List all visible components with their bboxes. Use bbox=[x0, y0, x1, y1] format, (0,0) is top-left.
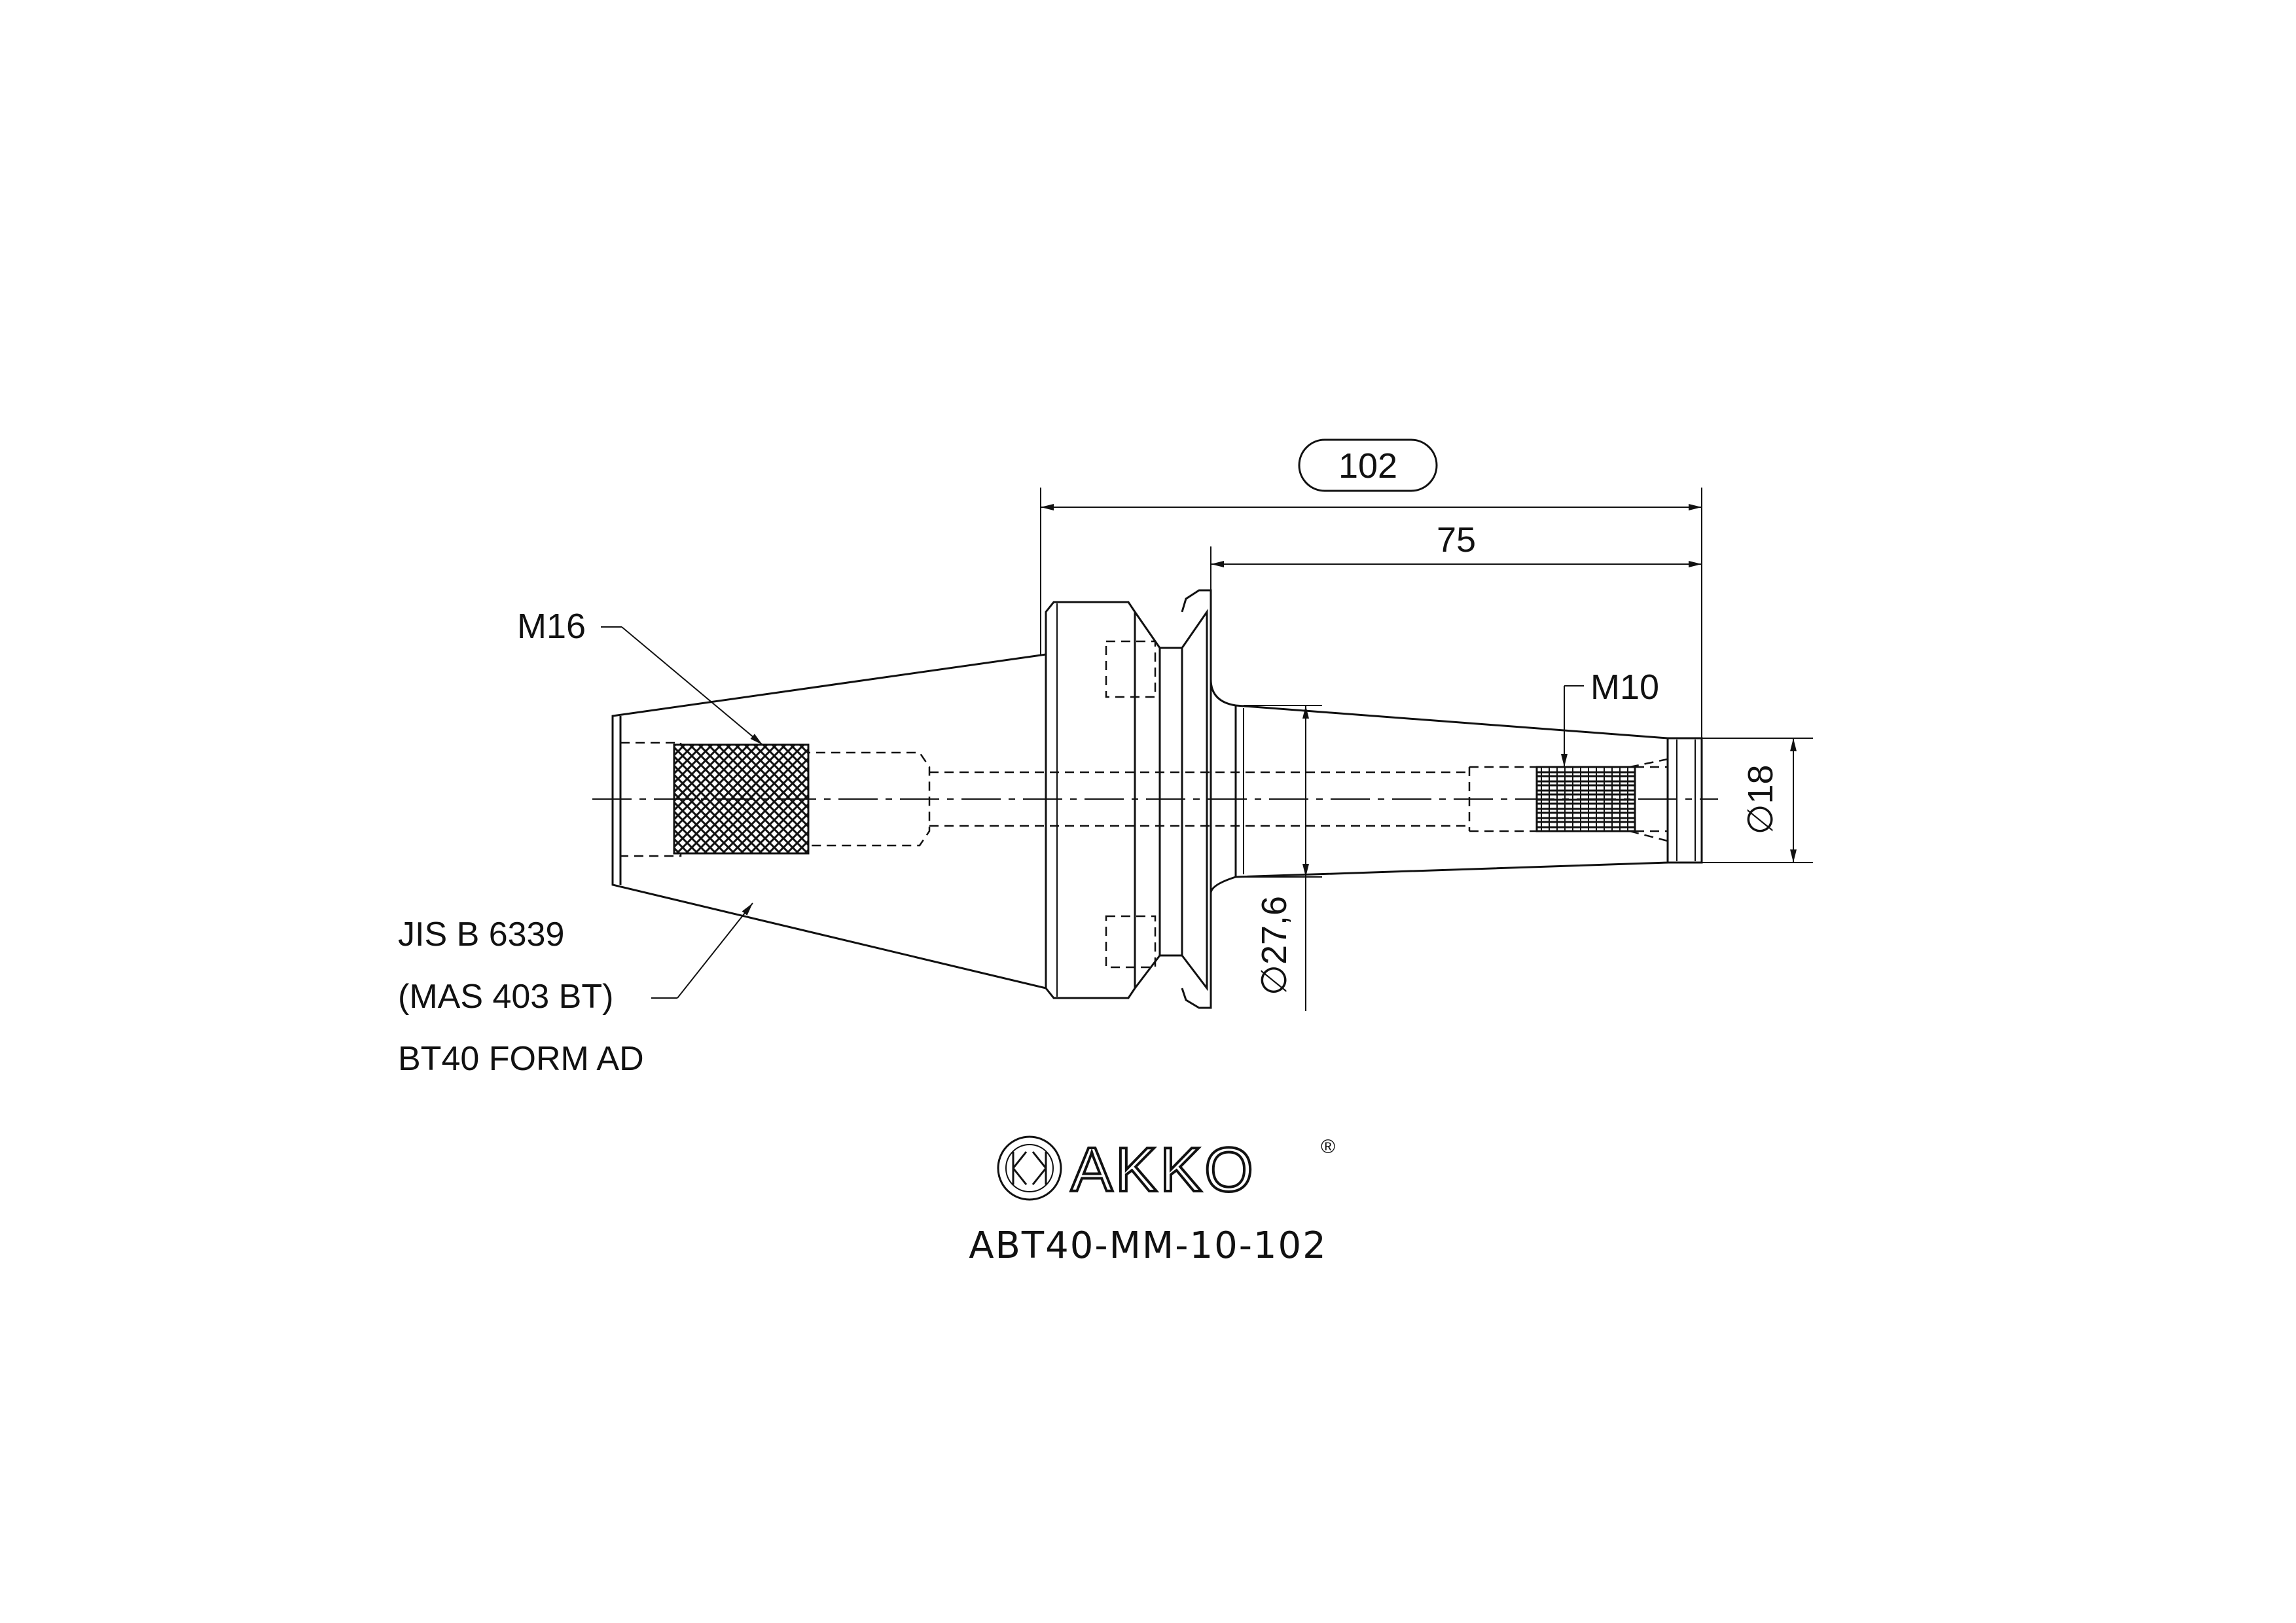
m16-label: M16 bbox=[517, 607, 586, 646]
overall-length-label: 102 bbox=[1338, 446, 1397, 486]
m10-label: M10 bbox=[1590, 668, 1659, 707]
akko-logo: AKKO ® bbox=[997, 1133, 1335, 1206]
dim-overall-length: 102 bbox=[1040, 438, 1702, 738]
callout-m10: M10 bbox=[1561, 668, 1659, 767]
front-cylinder bbox=[1668, 737, 1703, 864]
end-diameter-label: ∅18 bbox=[1741, 764, 1780, 834]
dim-neck-diameter: ∅27,6 bbox=[1244, 705, 1322, 1011]
flange-ring-1 bbox=[1045, 601, 1136, 999]
v-groove bbox=[1134, 611, 1161, 989]
registered-mark: ® bbox=[1321, 1136, 1335, 1158]
standard-line-3: BT40 FORM AD bbox=[398, 1040, 644, 1078]
part-number: ABT40-MM-10-102 bbox=[969, 1224, 1327, 1267]
standard-line-2: (MAS 403 BT) bbox=[398, 978, 613, 1016]
callout-m16: M16 bbox=[517, 607, 763, 745]
callout-standard: JIS B 6339 (MAS 403 BT) BT40 FORM AD bbox=[398, 902, 753, 1078]
brand-name: AKKO bbox=[1071, 1135, 1256, 1205]
neck-diameter-label: ∅27,6 bbox=[1255, 896, 1294, 995]
dim-gauge-length: 75 bbox=[1210, 520, 1702, 590]
gauge-length-label: 75 bbox=[1437, 520, 1476, 560]
dim-end-diameter: ∅18 bbox=[1702, 738, 1813, 863]
standard-line-1: JIS B 6339 bbox=[398, 916, 564, 954]
